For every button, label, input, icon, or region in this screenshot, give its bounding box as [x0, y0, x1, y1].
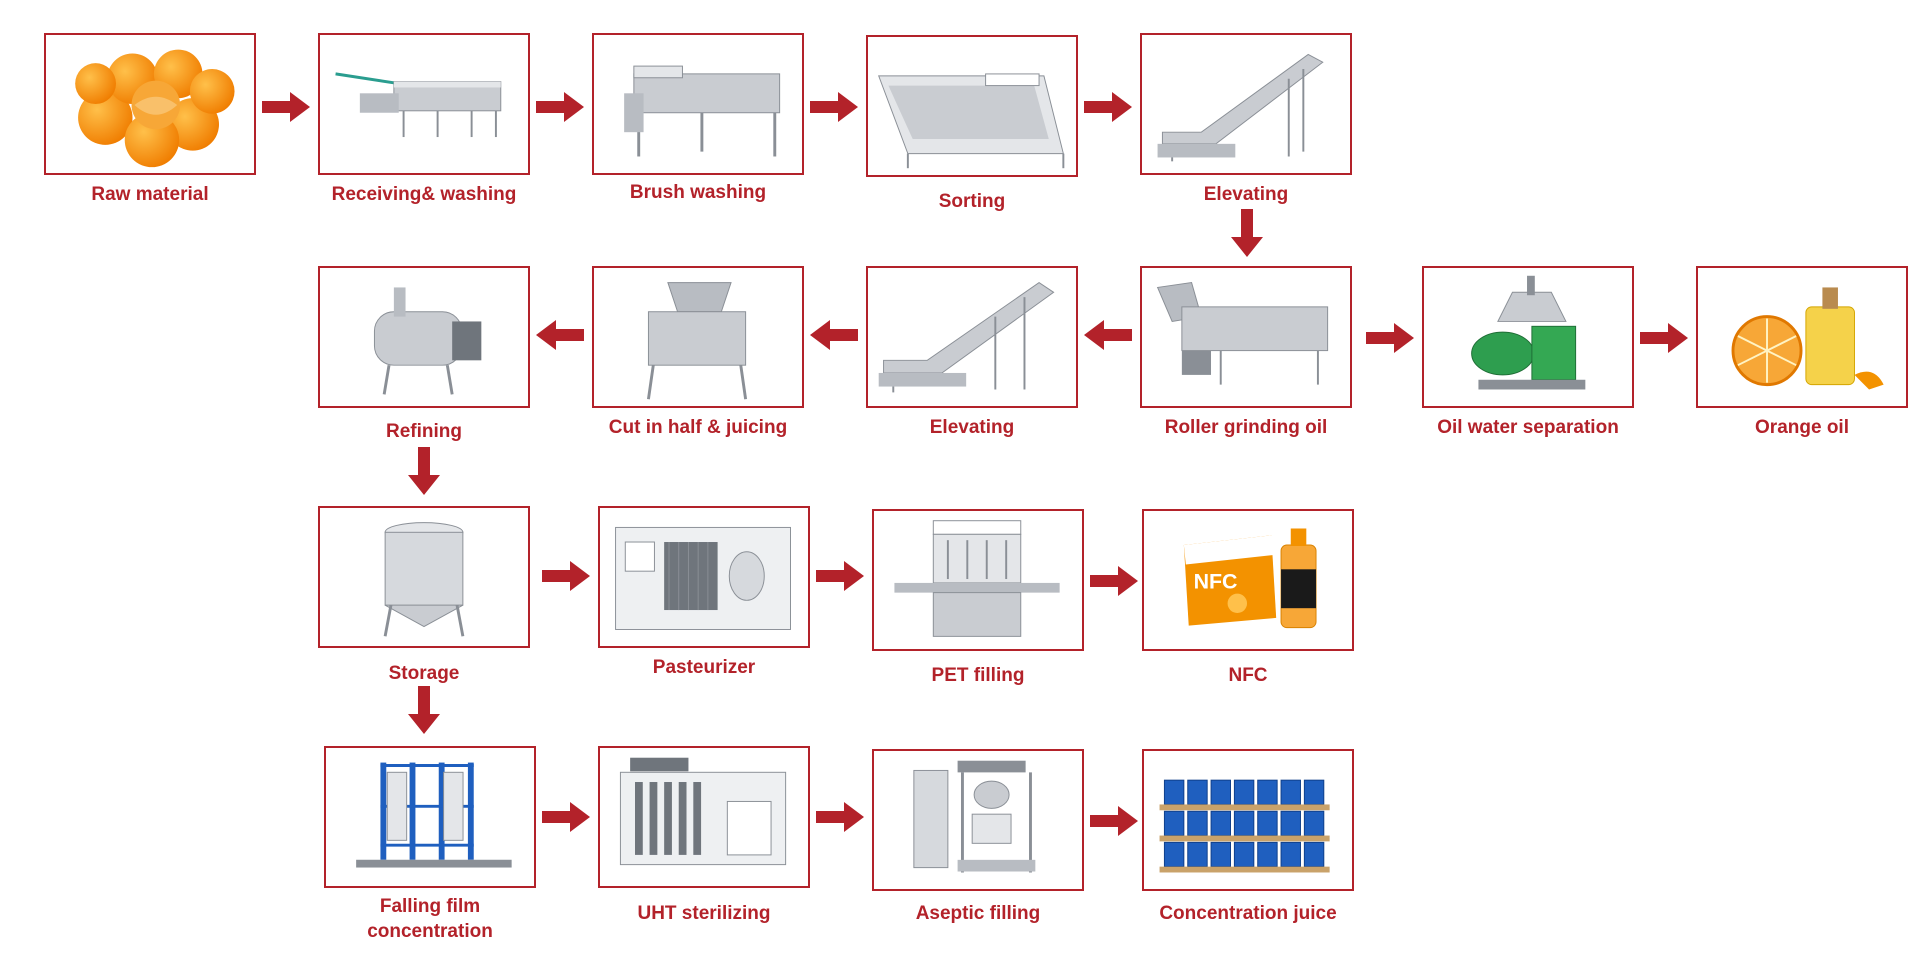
- arrow-right-icon: [816, 561, 864, 591]
- arrow-left-icon: [1084, 320, 1132, 350]
- evaporator-icon: [356, 762, 512, 868]
- brush-washing-label: Brush washing: [629, 182, 767, 203]
- oil-water-box: [1422, 266, 1634, 408]
- receiving-washing-box: [318, 33, 530, 175]
- arrow-right-icon: [1090, 806, 1138, 836]
- nfc-label: NFC: [1228, 665, 1268, 686]
- roller-grinding-box: [1140, 266, 1352, 408]
- aseptic-box: [872, 749, 1084, 891]
- nfc-box: NFC: [1142, 509, 1354, 651]
- cut-juicing-box: [592, 266, 804, 408]
- nfc-brand-text: NFC: [1194, 570, 1238, 594]
- pasteurizer-icon: [615, 526, 791, 630]
- nfc-bottle-icon: NFC: [1183, 528, 1317, 629]
- brush-washing-box: [592, 33, 804, 175]
- arrow-left-icon: [810, 320, 858, 350]
- concentration-juice-label: Concentration juice: [1159, 903, 1337, 924]
- pet-filling-box: [872, 509, 1084, 651]
- orange-oil-label: Orange oil: [1755, 417, 1849, 438]
- orange-oil-icon: [1731, 287, 1884, 390]
- refining-label: Refining: [386, 421, 462, 442]
- arrow-right-icon: [262, 92, 310, 122]
- refining-box: [318, 266, 530, 408]
- arrow-right-icon: [542, 802, 590, 832]
- arrow-right-icon: [1640, 323, 1688, 353]
- juicer-icon: [646, 282, 748, 400]
- arrow-right-icon: [1366, 323, 1414, 353]
- pasteurizer-box: [598, 506, 810, 648]
- arrow-right-icon: [542, 561, 590, 591]
- elevator-conveyor-icon: [878, 281, 1055, 393]
- drums-icon: [1159, 779, 1330, 873]
- elevating-1-box: [1140, 33, 1352, 175]
- raw-material-label: Raw material: [91, 184, 209, 205]
- elevator-conveyor-icon: [1157, 53, 1324, 162]
- refiner-icon: [373, 287, 482, 395]
- arrow-down-icon: [1231, 209, 1263, 257]
- aseptic-filler-icon: [913, 760, 1036, 873]
- oil-water-label: Oil water separation: [1437, 417, 1619, 438]
- cut-juicing-label: Cut in half & juicing: [608, 417, 788, 438]
- concentration-juice-box: [1142, 749, 1354, 891]
- roller-grinder-icon: [1156, 282, 1329, 385]
- filling-machine-icon: [894, 520, 1060, 637]
- arrow-down-icon: [408, 686, 440, 734]
- arrow-left-icon: [536, 320, 584, 350]
- storage-tank-icon: [383, 522, 465, 637]
- centrifuge-icon: [1471, 275, 1586, 390]
- elevating-2-box: [866, 266, 1078, 408]
- falling-film-box: [324, 746, 536, 888]
- raw-material-box: [44, 33, 256, 175]
- uht-label: UHT sterilizing: [637, 903, 771, 924]
- receiving-washing-label: Receiving& washing: [331, 184, 517, 205]
- washing-line-icon: [335, 72, 502, 138]
- orange-oil-box: [1696, 266, 1908, 408]
- uht-sterilizer-icon: [619, 757, 787, 866]
- arrow-down-icon: [408, 447, 440, 495]
- arrow-right-icon: [816, 802, 864, 832]
- arrow-right-icon: [810, 92, 858, 122]
- pasteurizer-label: Pasteurizer: [652, 657, 756, 678]
- arrow-right-icon: [1090, 566, 1138, 596]
- brush-washer-icon: [624, 65, 781, 157]
- falling-film-label: Falling film concentration: [367, 896, 493, 942]
- arrow-right-icon: [1084, 92, 1132, 122]
- sorting-box: [866, 35, 1078, 177]
- aseptic-label: Aseptic filling: [915, 903, 1041, 924]
- elevating-2-label: Elevating: [929, 417, 1015, 438]
- storage-box: [318, 506, 530, 648]
- oranges-icon: [75, 49, 235, 168]
- storage-label: Storage: [388, 663, 460, 684]
- roller-grinding-label: Roller grinding oil: [1164, 417, 1328, 438]
- sorting-label: Sorting: [938, 191, 1006, 212]
- pet-filling-label: PET filling: [931, 665, 1025, 686]
- elevating-1-label: Elevating: [1203, 184, 1289, 205]
- uht-box: [598, 746, 810, 888]
- sorting-conveyor-icon: [878, 73, 1065, 169]
- arrow-right-icon: [536, 92, 584, 122]
